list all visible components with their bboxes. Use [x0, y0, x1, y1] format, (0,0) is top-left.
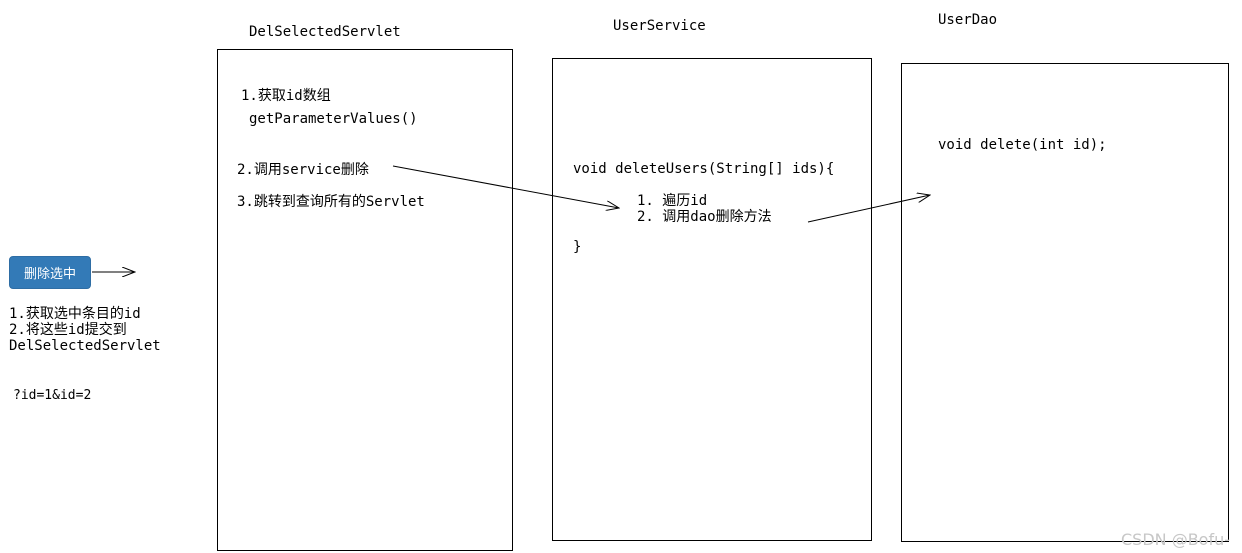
- left-step2: 2.将这些id提交到: [9, 322, 127, 338]
- service-close-brace: }: [573, 239, 582, 255]
- service-to-dao-arrow: [807, 195, 930, 223]
- dao-title: UserDao: [938, 12, 998, 28]
- delete-selected-button[interactable]: 删除选中: [9, 256, 91, 289]
- watermark: CSDN @Bofu-: [1120, 530, 1230, 549]
- service-item2: 2. 调用dao删除方法: [637, 209, 772, 225]
- service-title: UserService: [613, 18, 706, 34]
- servlet-to-service-arrow: [392, 165, 619, 208]
- query-string: ?id=1&id=2: [13, 388, 92, 403]
- servlet-box: [217, 49, 513, 551]
- servlet-step1: 1.获取id数组: [241, 88, 331, 104]
- dao-box: [901, 63, 1229, 542]
- left-step1: 1.获取选中条目的id: [9, 306, 141, 322]
- servlet-step2: 2.调用service删除: [237, 162, 369, 178]
- servlet-step1-method: getParameterValues(): [249, 111, 418, 127]
- dao-signature: void delete(int id);: [938, 137, 1107, 153]
- service-item1: 1. 遍历id: [637, 193, 708, 209]
- service-box: [552, 58, 872, 541]
- service-signature: void deleteUsers(String[] ids){: [573, 161, 835, 177]
- left-step2-target: DelSelectedServlet: [9, 338, 161, 354]
- servlet-step3: 3.跳转到查询所有的Servlet: [237, 194, 425, 210]
- servlet-title: DelSelectedServlet: [249, 24, 401, 40]
